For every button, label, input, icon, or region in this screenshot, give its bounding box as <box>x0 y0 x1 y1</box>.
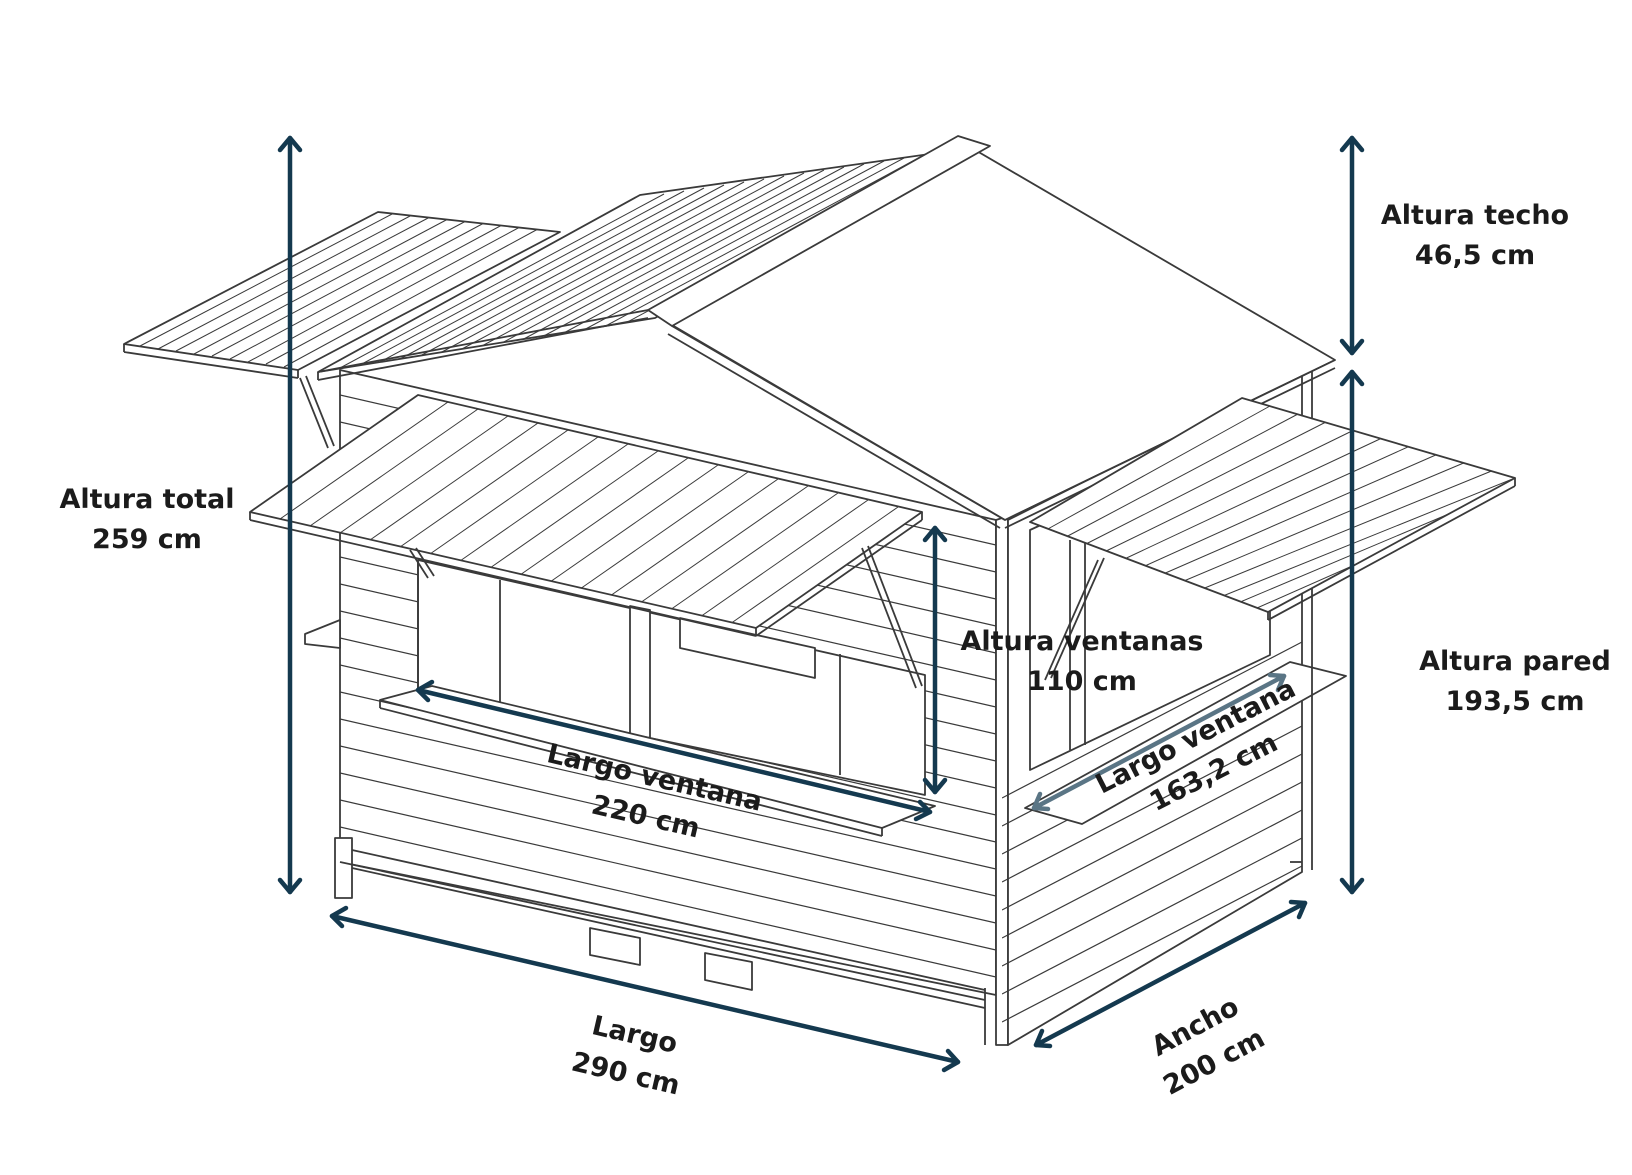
left-awning-slats <box>139 212 539 368</box>
label-altura-techo: Altura techo 46,5 cm <box>1370 196 1580 276</box>
roof-ridge <box>647 135 991 327</box>
front-awning-slats <box>250 395 899 625</box>
label-altura-techo-value: 46,5 cm <box>1414 240 1536 271</box>
arrow-altura-techo <box>1339 135 1365 356</box>
front-vent-2 <box>704 952 753 991</box>
front-counter <box>379 685 936 829</box>
dimension-arrows <box>277 135 1365 1073</box>
left-awning <box>123 211 561 449</box>
arrow-altura-ventanas <box>922 525 948 795</box>
label-altura-total: Altura total 259 cm <box>52 480 242 560</box>
arrow-ancho <box>1033 899 1308 1049</box>
right-awning <box>1029 397 1516 681</box>
right-awning-slats <box>1045 405 1515 612</box>
front-base-frame <box>334 837 353 899</box>
front-awning <box>249 394 923 689</box>
arrow-altura-total <box>277 135 303 895</box>
side-counter <box>1024 661 1347 825</box>
left-shelf <box>304 619 341 649</box>
label-altura-ventanas-value: 110 cm <box>1027 666 1137 697</box>
label-altura-ventanas: Altura ventanas 110 cm <box>952 622 1212 702</box>
front-vent-1 <box>589 927 641 966</box>
arrow-largo-ventana-front <box>415 679 933 822</box>
label-altura-pared-value: 193,5 cm <box>1445 686 1585 717</box>
label-altura-pared: Altura pared 193,5 cm <box>1410 642 1620 722</box>
label-altura-total-value: 259 cm <box>92 524 202 555</box>
label-altura-techo-name: Altura techo <box>1380 200 1570 231</box>
arrow-largo <box>329 905 961 1073</box>
label-altura-ventanas-name: Altura ventanas <box>960 626 1204 657</box>
arrow-largo-ventana-side <box>1031 672 1287 812</box>
label-altura-pared-name: Altura pared <box>1419 646 1611 677</box>
label-altura-total-name: Altura total <box>59 484 235 515</box>
main-roof <box>317 135 1336 529</box>
arrow-altura-pared <box>1339 369 1365 895</box>
